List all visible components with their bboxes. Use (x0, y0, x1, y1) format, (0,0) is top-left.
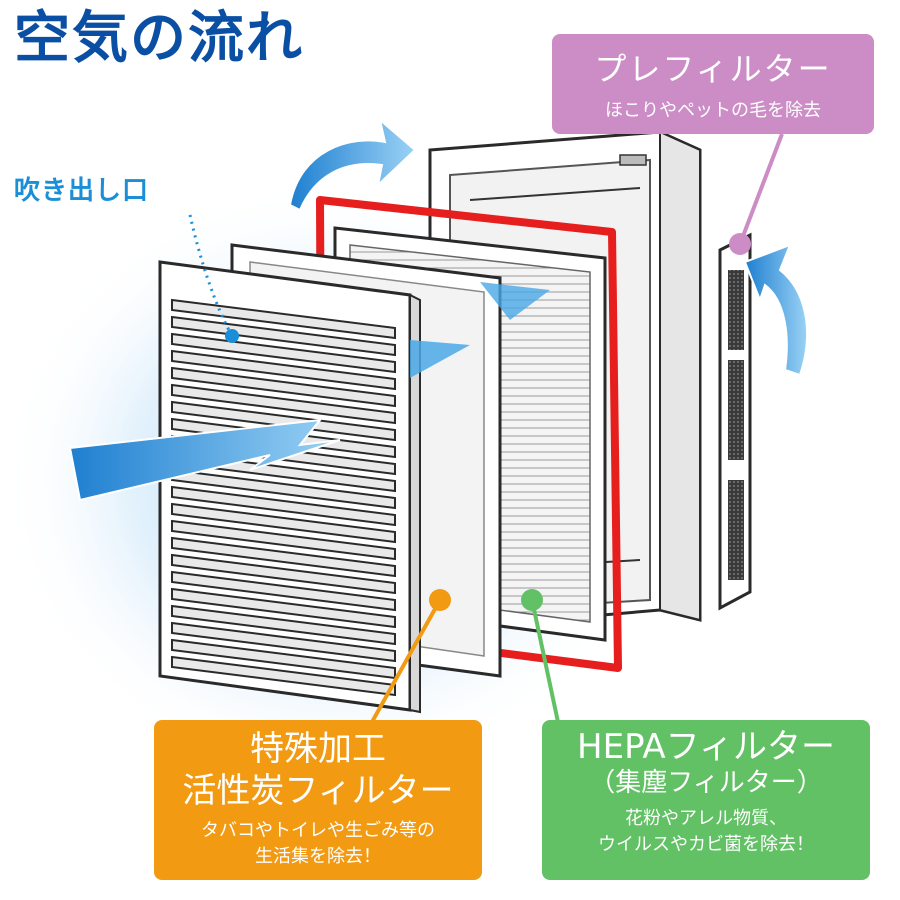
hepa-title: HEPAフィルター (577, 727, 835, 767)
hepa-leader-line (530, 599, 560, 723)
air-flow-arrow-middle (410, 340, 470, 378)
grille-slat (171, 298, 396, 340)
grille-slat (171, 383, 396, 425)
carbon-leader-line (370, 599, 442, 723)
outlet-label: 吹き出し口 (14, 176, 150, 206)
carbon-filter-callout: 特殊加工 活性炭フィルター タバコやトイレや生ごみ等の 生活集を除去！ (154, 720, 482, 880)
grille-slat (171, 655, 396, 697)
grille-slat (171, 485, 396, 527)
grille-slat (171, 502, 396, 544)
page-title: 空気の流れ (14, 6, 304, 71)
grille-slat (171, 315, 396, 357)
prefilter-title: プレフィルター (594, 50, 832, 88)
grille-slat (171, 570, 396, 612)
prefilter-leader-line (738, 133, 784, 245)
air-intake-arrow-top (288, 117, 417, 212)
grille-slat (171, 332, 396, 374)
grille-slat (171, 604, 396, 646)
hepa-dot (521, 589, 543, 611)
grille-slat (171, 519, 396, 561)
outlet-leader-line (188, 214, 234, 337)
prefilter-desc: ほこりやペットの毛を除去 (605, 100, 821, 121)
air-outflow-arrow (68, 418, 341, 502)
prefilter-dot (729, 233, 751, 255)
carbon-desc-line2: 生活集を除去！ (255, 846, 381, 867)
grille-slat (171, 366, 396, 408)
carbon-title-line2: 活性炭フィルター (182, 771, 454, 811)
hepa-desc-line2: ウイルスやカビ菌を除去！ (598, 834, 814, 855)
hepa-desc-line1: 花粉やアレル物質、 (625, 808, 787, 829)
grille-slat (171, 553, 396, 595)
hepa-filter-callout: HEPAフィルター （集塵フィルター） 花粉やアレル物質、 ウイルスやカビ菌を除… (542, 720, 870, 880)
carbon-dot (429, 589, 451, 611)
prefilter-intake-arrow (743, 243, 808, 377)
grille-slat (171, 621, 396, 663)
carbon-title-line1: 特殊加工 (250, 729, 386, 769)
prefilter-panel (718, 232, 752, 611)
grille-slat (171, 349, 396, 391)
carbon-desc-line1: タバコやトイレや生ごみ等の (201, 820, 435, 841)
grille-slat (171, 587, 396, 629)
grille-slat (171, 536, 396, 578)
hepa-subtitle: （集塵フィルター） (589, 768, 823, 798)
front-grille-panel (158, 260, 421, 714)
prefilter-callout: プレフィルター ほこりやペットの毛を除去 (552, 34, 874, 134)
outlet-dot (225, 329, 239, 343)
air-flow-arrow-inner (480, 282, 550, 320)
